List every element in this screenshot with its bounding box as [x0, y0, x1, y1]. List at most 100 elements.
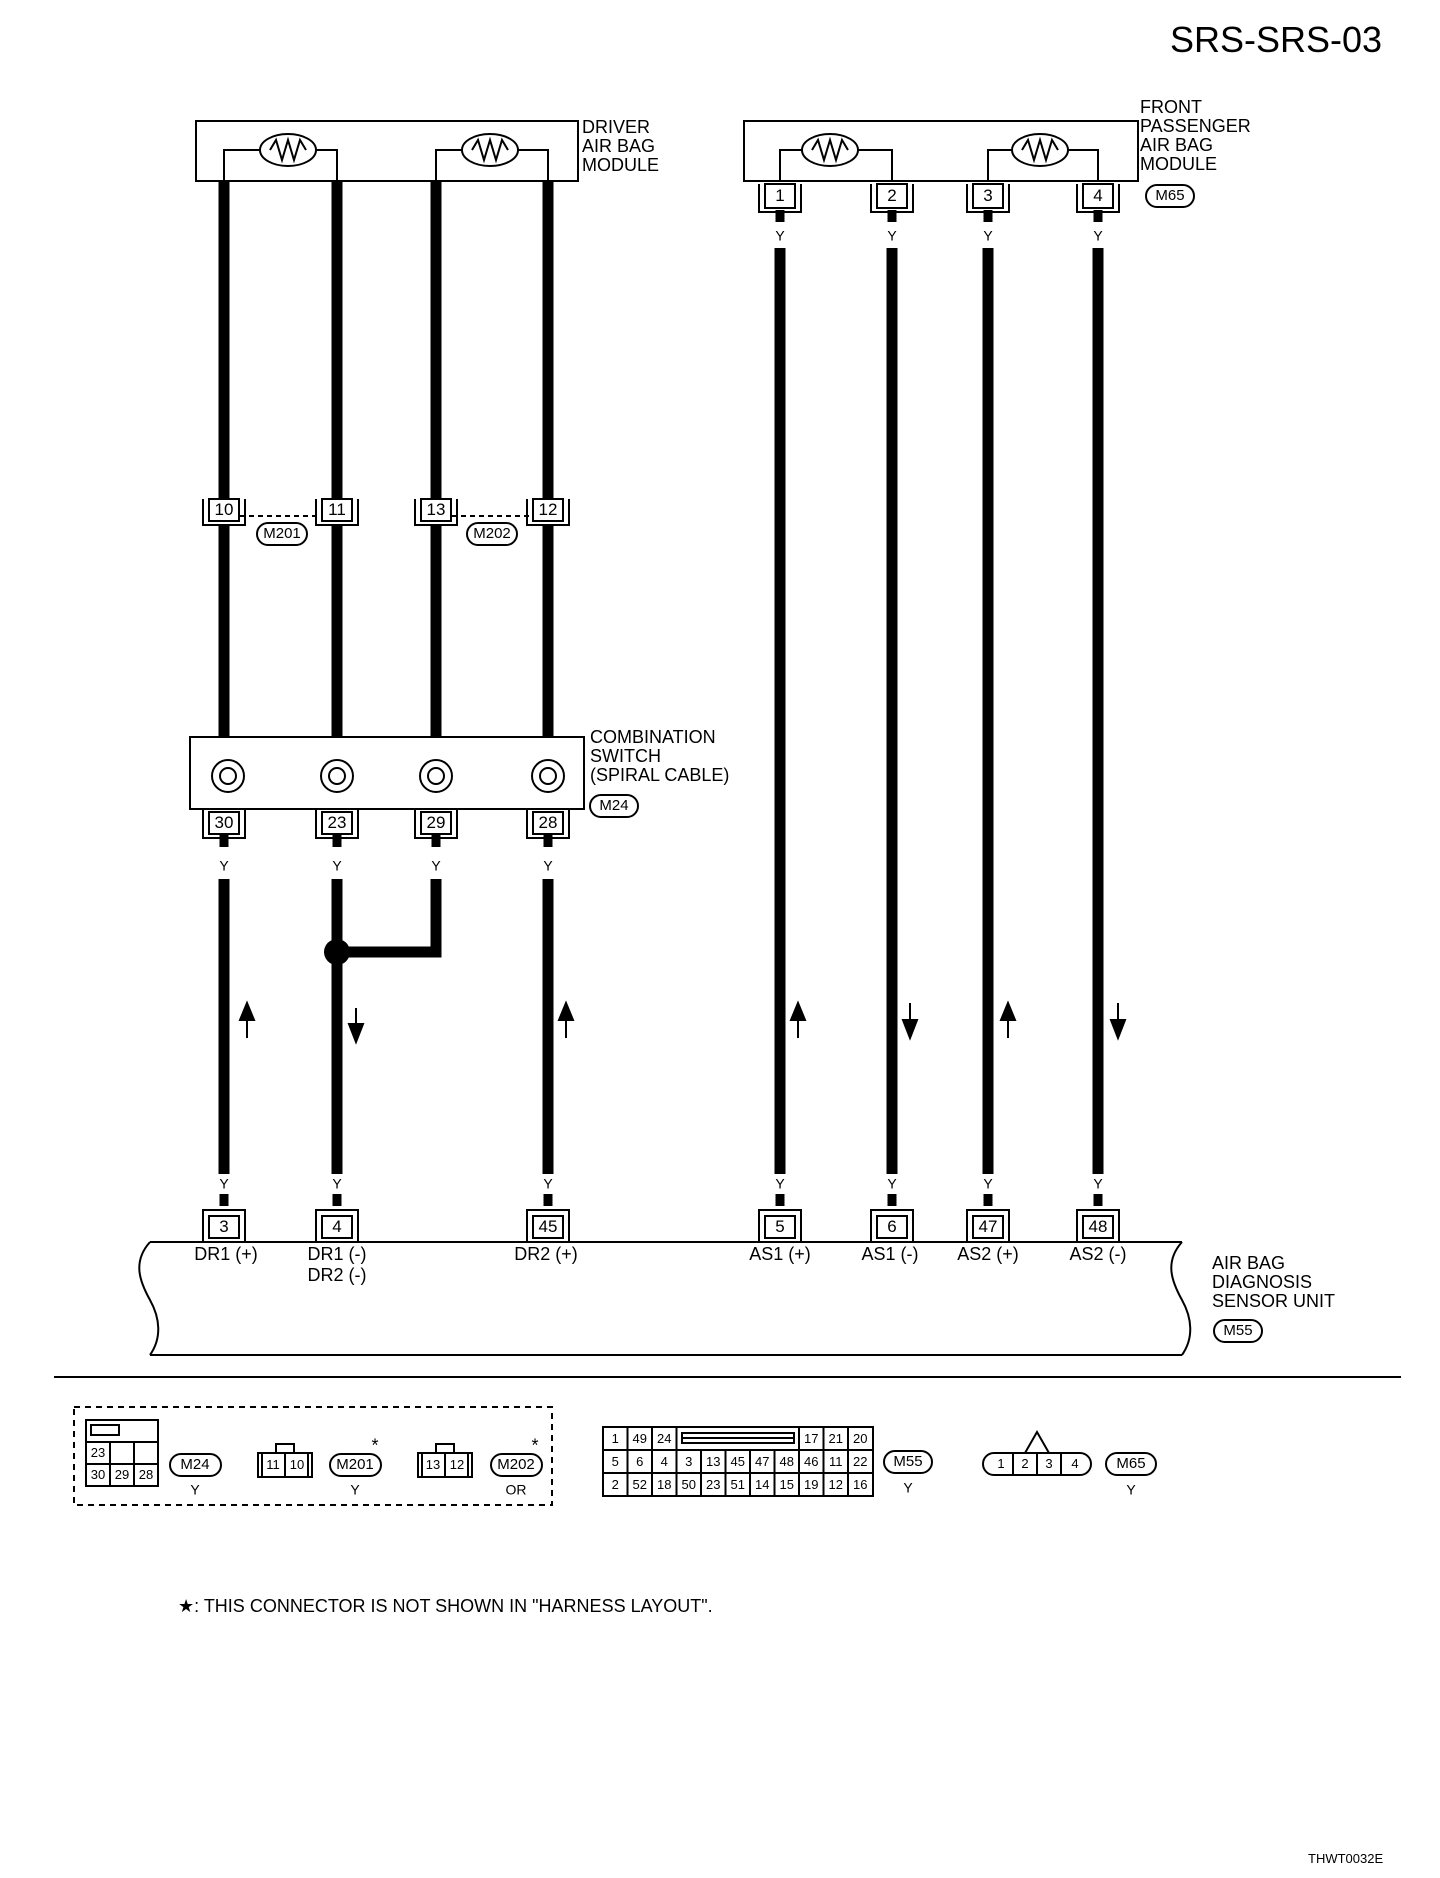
- arrow-up-icon: [238, 1000, 256, 1038]
- legend-pin: 28: [138, 1467, 154, 1482]
- wire-color-label: Y: [332, 1175, 342, 1192]
- combination-switch-label-line: SWITCH: [590, 746, 661, 766]
- passenger-module-label-line: MODULE: [1140, 154, 1218, 174]
- legend-connector-name: M202: [497, 1456, 535, 1473]
- spiral-cable-icon: [211, 759, 245, 793]
- wire-color-label: Y: [332, 857, 342, 874]
- legend-pin: 6: [636, 1453, 644, 1469]
- legend-pin: 17: [804, 1430, 819, 1446]
- legend-connector-color: OR: [505, 1481, 527, 1498]
- legend-pin: 49: [632, 1430, 647, 1446]
- connector-m24-tag: M24: [599, 797, 629, 814]
- legend-pin: 30: [90, 1467, 106, 1482]
- pin-number: 29: [426, 813, 446, 832]
- wire-color-label: Y: [543, 1175, 553, 1192]
- legend-pin: 23: [90, 1445, 106, 1460]
- wire-color-label: Y: [1093, 1175, 1103, 1192]
- wire-stubs: [219, 210, 1103, 1206]
- legend-pin: 22: [853, 1453, 868, 1469]
- terminal-function-label: DR2 (-): [307, 1265, 367, 1285]
- legend-connector-color: Y: [1126, 1481, 1136, 1498]
- legend-connector-name: M55: [893, 1453, 923, 1470]
- pin-number: 3: [983, 186, 993, 205]
- pin-number: 23: [327, 813, 347, 832]
- not-in-harness-layout-mark: *: [531, 1435, 539, 1456]
- legend-pin: 3: [685, 1453, 693, 1469]
- passenger-module-label-line: AIR BAG: [1140, 135, 1214, 155]
- legend-pin: 2: [1021, 1456, 1029, 1471]
- wire-color-label: Y: [983, 1175, 993, 1192]
- connector-m202-tag: M202: [473, 525, 511, 542]
- combination-switch-label-line: COMBINATION: [590, 727, 716, 747]
- passenger-module-label-line: PASSENGER: [1140, 116, 1251, 136]
- connector-m201-tag: M201: [263, 525, 301, 542]
- wire-color-label: Y: [983, 227, 993, 244]
- wire-color-label: Y: [775, 227, 785, 244]
- wire-color-label: Y: [219, 1175, 229, 1192]
- pin-number: 13: [426, 500, 446, 519]
- legend-pin: 24: [657, 1430, 672, 1446]
- driver-module-label-line: AIR BAG: [582, 136, 656, 156]
- arrow-up-icon: [999, 1000, 1017, 1038]
- legend-connector-name: M201: [336, 1456, 374, 1473]
- legend-pin: 46: [804, 1453, 819, 1469]
- pin-number: 4: [1093, 186, 1103, 205]
- legend-pin: 19: [804, 1476, 819, 1492]
- legend-pin: 16: [853, 1476, 868, 1492]
- pin-number: 5: [775, 1217, 785, 1236]
- legend-pin: 47: [755, 1453, 770, 1469]
- m65-face-outline: [982, 1429, 1157, 1476]
- legend-pin: 51: [730, 1476, 745, 1492]
- pin-number: 6: [887, 1217, 897, 1236]
- legend-pin: 50: [681, 1476, 696, 1492]
- legend-pin: 13: [425, 1457, 441, 1472]
- arrow-down-icon: [901, 1003, 919, 1041]
- legend-connector-color: Y: [190, 1481, 200, 1498]
- legend-pin: 13: [706, 1453, 721, 1469]
- sensor-unit-label-line: SENSOR UNIT: [1212, 1291, 1336, 1311]
- wire-color-label: Y: [887, 227, 897, 244]
- current-direction-arrows: [238, 1000, 1127, 1045]
- pin-number: 47: [978, 1217, 998, 1236]
- legend-pin: 3: [1045, 1456, 1053, 1471]
- spiral-cable-icon: [419, 759, 453, 793]
- arrow-down-icon: [1109, 1003, 1127, 1041]
- connector-m65-tag: M65: [1155, 187, 1185, 204]
- terminal-function-label: DR1 (+): [194, 1244, 258, 1264]
- terminal-function-label: AS2 (+): [957, 1244, 1019, 1264]
- terminal-function-label: DR1 (-): [307, 1244, 367, 1264]
- pin-number: 30: [214, 813, 234, 832]
- legend-pin: 5: [611, 1453, 619, 1469]
- legend-connector-color: Y: [350, 1481, 360, 1498]
- m55-face-outline: [602, 1426, 933, 1497]
- squib-resistor-icon: [801, 133, 859, 167]
- sensor-unit-housing: [138, 1241, 1192, 1356]
- wire-color-label: Y: [1093, 227, 1103, 244]
- legend-pin: 21: [828, 1430, 843, 1446]
- pin-boxes: [202, 183, 1120, 1242]
- legend-pin: 1: [997, 1456, 1005, 1471]
- squib-resistor-icon: [461, 133, 519, 167]
- legend-pin: 10: [289, 1457, 305, 1472]
- terminal-function-label: AS1 (-): [861, 1244, 919, 1264]
- wire-color-label: Y: [887, 1175, 897, 1192]
- legend-connector-color: Y: [903, 1479, 913, 1496]
- spiral-cable-icon: [320, 759, 354, 793]
- passenger-air-bag-module: [743, 120, 1139, 182]
- pin-number: 3: [219, 1217, 229, 1236]
- combination-switch: [189, 736, 585, 810]
- pin-number: 11: [328, 500, 346, 519]
- harness-wires: [218, 181, 1104, 1174]
- legend-pin: 45: [730, 1453, 745, 1469]
- legend-pin: 4: [1071, 1456, 1079, 1471]
- legend-pin: 29: [114, 1467, 130, 1482]
- legend-pin: 12: [449, 1457, 465, 1472]
- legend-pin: 23: [706, 1476, 721, 1492]
- m201-face-outline: [257, 1443, 382, 1478]
- pin-number: 2: [887, 186, 897, 205]
- connector-m55-tag: M55: [1223, 1322, 1253, 1339]
- terminal-function-label: AS2 (-): [1069, 1244, 1127, 1264]
- pin-number: 48: [1088, 1217, 1108, 1236]
- pin-number: 4: [332, 1217, 342, 1236]
- legend-pin: 15: [779, 1476, 794, 1492]
